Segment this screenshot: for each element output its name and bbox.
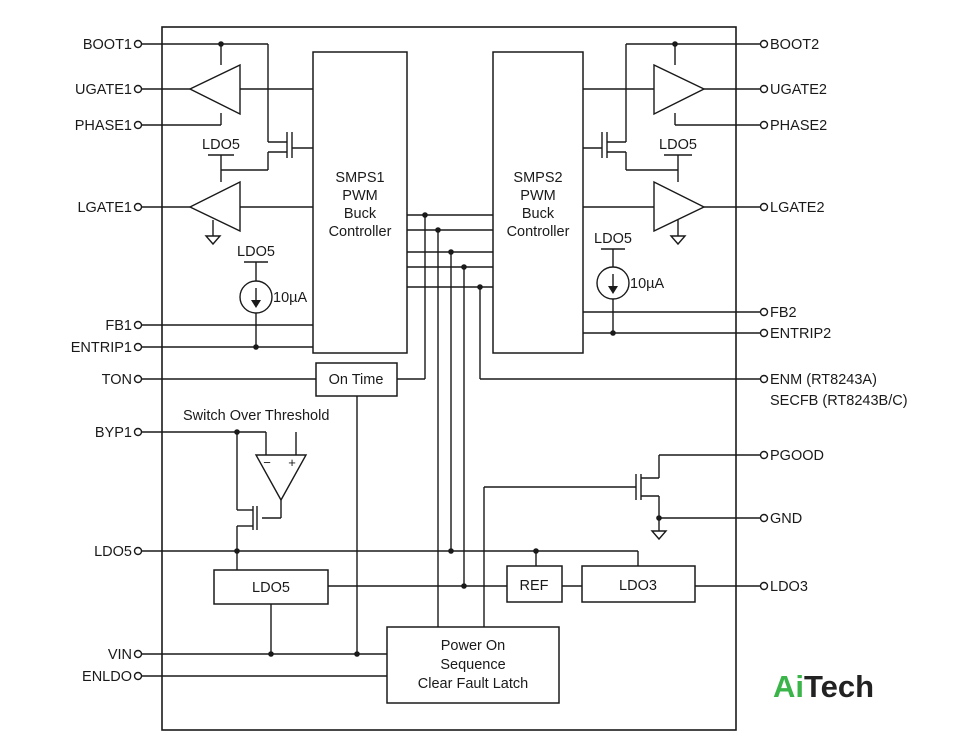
ldo5-label-current-right: LDO5 [594,231,632,247]
pin-boot1: BOOT1 [83,37,132,53]
smps1-label-4: Controller [329,224,392,240]
ldo5-label-top-right: LDO5 [659,137,697,153]
pin-byp1: BYP1 [95,425,132,441]
smps1-label-1: SMPS1 [335,170,384,186]
pin-lgate1: LGATE1 [77,200,132,216]
pin-enldo: ENLDO [82,669,132,685]
pin-fb2: FB2 [770,305,797,321]
pin-ldo5: LDO5 [94,544,132,560]
ref-block [506,565,563,603]
smps1-label-2: PWM [342,188,377,204]
pin-pgood: PGOOD [770,448,824,464]
ldo3-block [581,565,696,603]
pin-entrip1: ENTRIP1 [71,340,132,356]
pin-vin: VIN [108,647,132,663]
smps2-label-1: SMPS2 [513,170,562,186]
comparator-plus: + [288,455,296,470]
pin-ton: TON [102,372,132,388]
pin-ldo3: LDO3 [770,579,808,595]
pin-boot2: BOOT2 [770,37,819,53]
logo-ai: Ai [773,669,804,704]
power-on-label-1: Power On [441,638,505,654]
pin-ugate1: UGATE1 [75,82,132,98]
smps2-label-4: Controller [507,224,570,240]
power-on-label-2: Sequence [440,657,505,673]
ldo3-block-label: LDO3 [619,578,657,594]
pin-enm: ENM (RT8243A) [770,372,877,388]
current-source-1-label: 10µA [273,290,307,306]
ldo5-block [213,569,329,605]
ldo5-block-label: LDO5 [252,580,290,596]
power-on-label-3: Clear Fault Latch [418,676,528,692]
logo-tech: Tech [804,669,874,704]
ldo5-label-current-left: LDO5 [237,244,275,260]
smps1-label-3: Buck [344,206,377,222]
pin-ugate2: UGATE2 [770,82,827,98]
power-on-block [386,626,560,704]
pin-phase1: PHASE1 [75,118,132,134]
pin-phase2: PHASE2 [770,118,827,134]
smps2-block [492,51,584,354]
aitech-logo: AiTech [773,669,874,704]
pin-gnd: GND [770,511,802,527]
current-source-2-label: 10µA [630,276,664,292]
on-time-label: On Time [329,372,384,388]
pin-fb1: FB1 [105,318,132,334]
pin-secfb: SECFB (RT8243B/C) [770,393,908,409]
smps2-label-2: PWM [520,188,555,204]
ref-label: REF [520,578,549,594]
switch-over-threshold-label: Switch Over Threshold [183,408,329,424]
pin-entrip2: ENTRIP2 [770,326,831,342]
pin-lgate2: LGATE2 [770,200,825,216]
smps1-block [312,51,408,354]
ldo5-label-top-left: LDO5 [202,137,240,153]
smps2-label-3: Buck [522,206,555,222]
comparator-minus: − [263,455,271,470]
